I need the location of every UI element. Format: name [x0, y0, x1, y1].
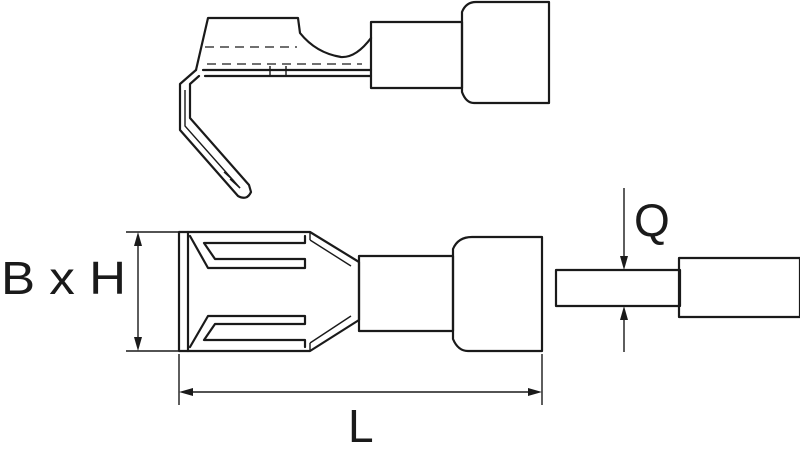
label-b-x-h: B x H	[1, 252, 126, 304]
dimension-l: L	[178, 354, 543, 452]
tab-end-view	[554, 256, 800, 319]
side-view-terminal	[178, 0, 551, 199]
plan-view-terminal	[177, 230, 544, 353]
label-l: L	[348, 400, 374, 452]
label-q: Q	[634, 194, 670, 246]
dimension-q: Q	[618, 188, 670, 352]
dimension-b-x-h: B x H	[1, 231, 178, 352]
